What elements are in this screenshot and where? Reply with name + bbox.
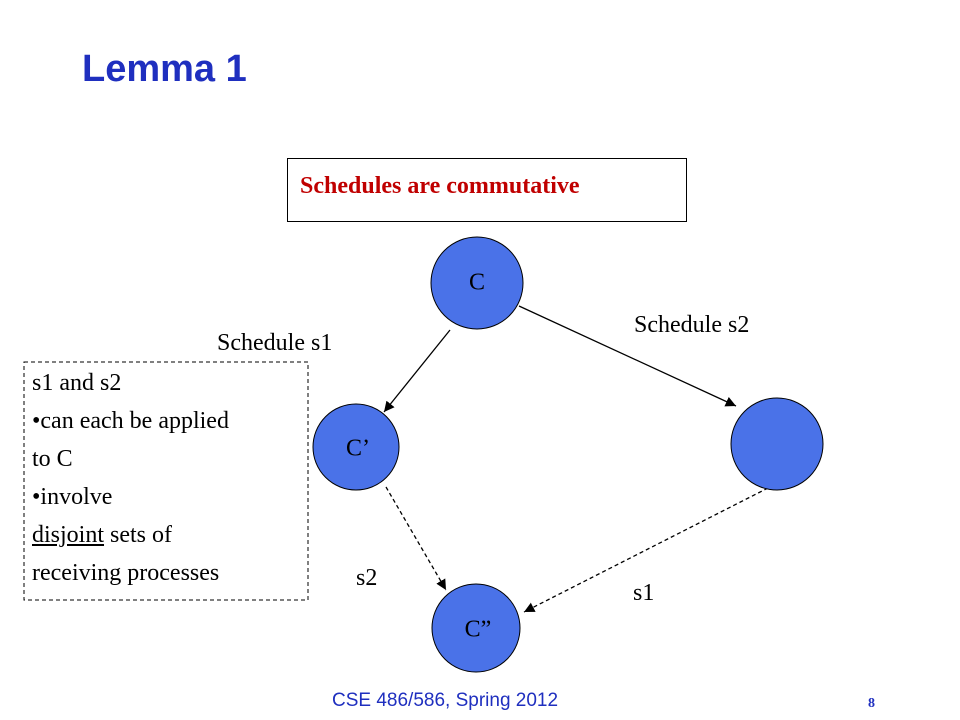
node-c-prime-label: C’ (346, 435, 370, 462)
note-line-rest: sets of (104, 522, 173, 548)
edge-label-s1: s1 (633, 580, 655, 606)
edge-right-node-to-c-double-prime (523, 487, 769, 613)
note-line: receiving processes (32, 560, 220, 586)
edge-label-s2: s2 (356, 565, 378, 591)
edge-c-prime-to-c-double-prime (385, 486, 447, 591)
slide-title: Lemma 1 (82, 48, 247, 90)
edge-c-to-c-prime (383, 329, 451, 413)
node-c-double-prime-label: C” (464, 616, 492, 643)
edge-label-schedule-s1: Schedule s1 (217, 330, 333, 356)
note-line: to C (32, 446, 73, 472)
note-line: •involve (32, 484, 113, 510)
note-line: •can each be applied (32, 408, 229, 434)
node-c-prime (312, 403, 400, 491)
page-number: 8 (868, 696, 875, 711)
edge-label-schedule-s2: Schedule s2 (634, 312, 750, 338)
node-c-label: C (468, 269, 486, 296)
node-c (430, 236, 524, 330)
node-right (730, 397, 824, 491)
note-underlined-word: disjoint (32, 522, 105, 548)
note-line: disjoint sets of (32, 516, 229, 554)
callout-text: Schedules are commutative (300, 173, 580, 199)
note-box (23, 361, 309, 601)
footer-text: CSE 486/586, Spring 2012 (332, 690, 559, 711)
note-text: s1 and s2 •can each be applied to C •inv… (32, 364, 229, 592)
callout-box: Schedules are commutative (287, 158, 687, 222)
note-line: s1 and s2 (32, 370, 122, 396)
node-c-double-prime (431, 583, 521, 673)
edge-c-to-right-node (518, 305, 737, 407)
